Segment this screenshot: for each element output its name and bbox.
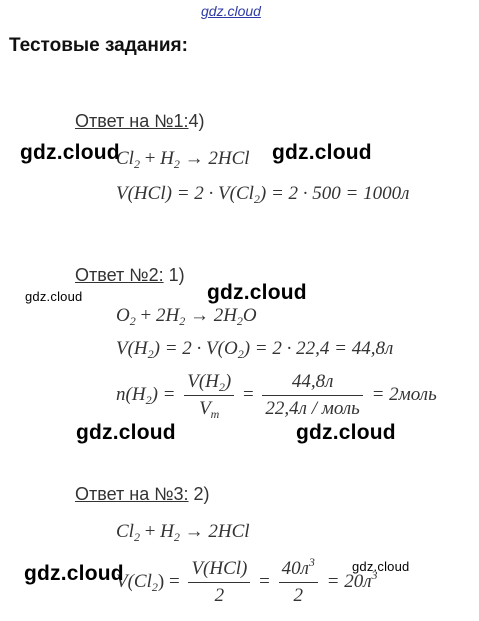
watermark: gdz.cloud xyxy=(24,562,124,585)
formula-reaction-1: Cl2 + H2 → 2HCl xyxy=(116,148,250,171)
formula-moles-2: n(H2) = V(H2) Vm = 44,8л 22,4л / моль = … xyxy=(116,370,437,421)
watermark: gdz.cloud xyxy=(272,141,372,164)
answer-3-label: Ответ на №3: xyxy=(75,484,189,504)
formula-reaction-2: O2 + 2H2 → 2H2O xyxy=(116,305,257,328)
watermark: gdz.cloud xyxy=(25,289,83,304)
formula-volume-2: V(H2) = 2 · V(O2) = 2 · 22,4 = 44,8л xyxy=(116,338,394,361)
watermark: gdz.cloud xyxy=(296,421,396,444)
answer-2-label: Ответ №2: xyxy=(75,265,164,285)
answer-3-choice: 2) xyxy=(188,484,210,504)
answer-3: Ответ на №3: 2) xyxy=(75,484,210,505)
watermark: gdz.cloud xyxy=(207,281,307,304)
answer-1-label: Ответ на №1: xyxy=(75,111,189,131)
watermark: gdz.cloud xyxy=(76,421,176,444)
fraction-vhcl-2: V(HCl) 2 xyxy=(188,557,251,608)
fraction-40-2: 40л3 2 xyxy=(278,556,318,608)
section-heading: Тестовые задания: xyxy=(9,35,188,56)
formula-volume-1: V(HCl) = 2 · V(Cl2) = 2 · 500 = 1000л xyxy=(116,183,410,206)
answer-2-choice: 1) xyxy=(163,265,185,285)
watermark: gdz.cloud xyxy=(20,141,120,164)
answer-1: Ответ на №1:4) xyxy=(75,111,205,132)
fraction-vh2-vm: V(H2) Vm xyxy=(184,370,235,421)
answer-2: Ответ №2: 1) xyxy=(75,265,185,286)
formula-reaction-3: Cl2 + H2 → 2HCl xyxy=(116,521,250,544)
watermark: gdz.cloud xyxy=(352,559,410,574)
answer-1-choice: 4) xyxy=(188,111,205,131)
fraction-volume-molar: 44,8л 22,4л / моль xyxy=(262,370,363,421)
formula-volume-3: V(Cl2) = V(HCl) 2 = 40л3 2 = 20л3 xyxy=(116,555,378,608)
site-link[interactable]: gdz.cloud xyxy=(201,3,261,19)
